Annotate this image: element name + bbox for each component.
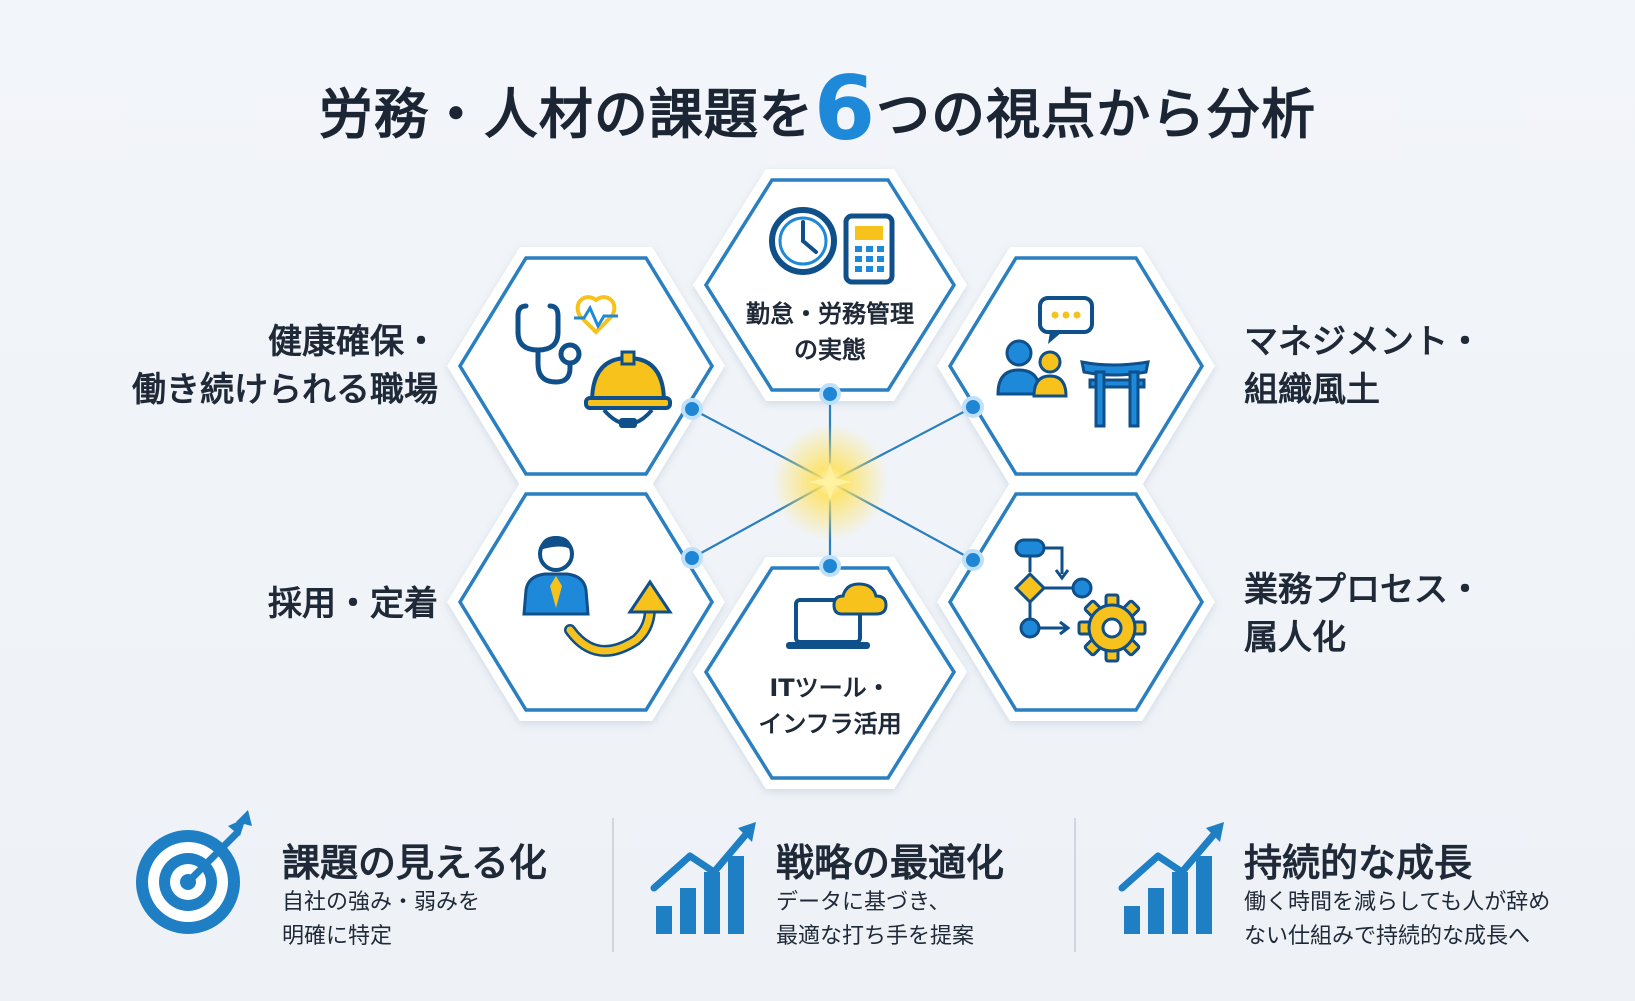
- torii-gate-icon: [1080, 360, 1150, 428]
- benefit-2-title: 戦略の最適化: [776, 841, 1005, 885]
- benefit-3-desc: 働く時間を減らしても人が辞め ない仕組みで持続的な成長へ: [1244, 890, 1551, 949]
- calculator-icon: [843, 213, 895, 285]
- connector-dots: [681, 383, 984, 577]
- label-top-right: マネジメント・ 組織風土: [1244, 322, 1482, 410]
- title-after: つの視点から分析: [876, 83, 1317, 146]
- gear-icon: [1077, 593, 1147, 663]
- heartbeat-icon: [574, 295, 618, 335]
- divider-1: [612, 818, 614, 952]
- stethoscope-icon: [515, 303, 582, 385]
- benefit-2-desc: データに基づき、 最適な打ち手を提案: [776, 890, 975, 949]
- cloud-icon: [832, 582, 888, 616]
- benefit-3-title: 持続的な成長: [1244, 841, 1473, 885]
- growth-chart-icon-1: [650, 822, 756, 934]
- label-top-left: 健康確保・ 働き続けられる職場: [132, 322, 438, 410]
- page-title: 労務・人材の課題を6つの視点から分析: [0, 65, 1635, 153]
- businessperson-icon: [522, 536, 590, 616]
- chat-bubble-icon: [1038, 296, 1094, 344]
- benefit-1-title: 課題の見える化: [282, 841, 547, 885]
- title-before: 労務・人材の課題を: [318, 83, 814, 146]
- benefit-1-desc: 自社の強み・弱みを 明確に特定: [282, 890, 481, 949]
- people-icon: [996, 339, 1068, 398]
- growth-chart-icon-2: [1118, 822, 1224, 934]
- flowchart-icon: [1013, 538, 1093, 639]
- divider-2: [1074, 818, 1076, 952]
- label-bottom-right: 業務プロセス・ 属人化: [1244, 570, 1482, 658]
- hard-hat-icon: [584, 350, 672, 428]
- upward-arrow-icon: [564, 579, 673, 657]
- hexagon-bottom-label: ITツール・ インフラ活用: [758, 674, 902, 738]
- title-number: 6: [813, 57, 877, 160]
- target-icon: [136, 810, 252, 934]
- hexagon-top-label: 勤怠・労務管理 の実態: [746, 300, 914, 364]
- clock-icon: [769, 207, 837, 275]
- label-bottom-left: 採用・定着: [268, 584, 438, 624]
